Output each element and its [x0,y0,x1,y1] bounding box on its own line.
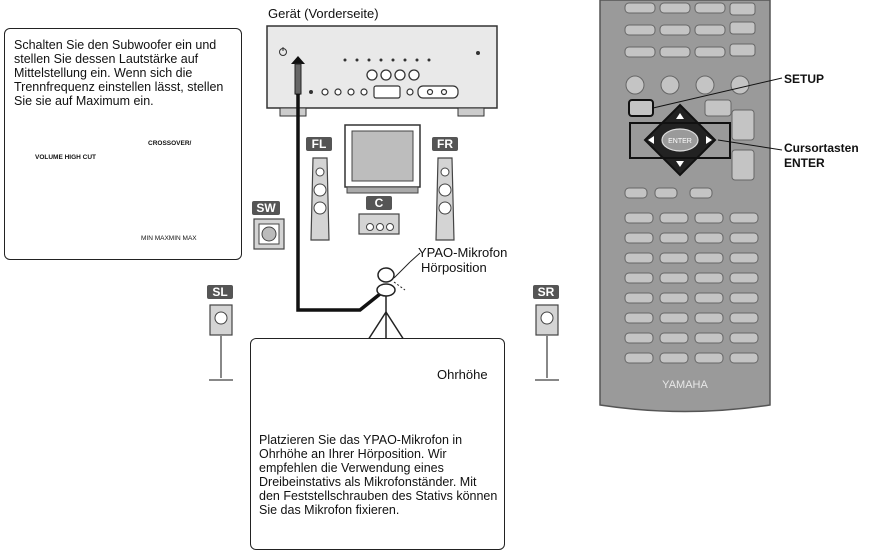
subwoofer-callout: Schalten Sie den Subwoofer ein und stell… [4,28,242,260]
speaker-surround-left: SL [207,285,233,381]
speaker-front-left: FL [306,137,332,241]
microphone-label-line2: Hörposition [421,260,487,275]
speaker-sr-label: SR [538,285,555,299]
knob-min-max-label: MIN MAXMIN MAX [141,235,197,242]
speaker-fr-label: FR [437,137,453,151]
ear-height-callout: Ohrhöhe Platzieren Sie das YPAO-Mikrofon… [250,338,505,550]
volume-knob-label: VOLUME HIGH CUT [35,154,97,161]
speaker-c-label: C [375,196,384,210]
speaker-sw-label: SW [256,201,276,215]
remote-control: ENTER YAMAHA [599,0,783,413]
cursor-keys-label: Cursortasten [784,141,859,155]
television [344,124,421,194]
speaker-surround-right: SR [533,285,559,381]
ear-height-instructions: Platzieren Sie das YPAO-Mikrofon in Ohrh… [259,433,498,517]
ear-height-label: Ohrhöhe [437,367,488,382]
microphone-label-line1: YPAO-Mikrofon [418,245,508,260]
yamaha-logo: YAMAHA [662,379,708,391]
enter-button-text: ENTER [668,138,692,145]
av-receiver [266,25,498,117]
enter-label: ENTER [784,156,825,170]
speaker-sl-label: SL [212,285,227,299]
subwoofer-instructions: Schalten Sie den Subwoofer ein und stell… [14,38,224,108]
microphone-cable [291,56,387,312]
setup-label: SETUP [784,72,825,86]
microphone-label: YPAO-Mikrofon Hörposition [418,245,507,275]
speaker-center: C [358,196,400,235]
ypao-microphone [367,261,411,341]
speaker-fl-label: FL [312,137,327,151]
receiver-title: Gerät (Vorderseite) [268,6,379,21]
crossover-knob-label: CROSSOVER/ [148,140,192,147]
speaker-subwoofer: SW [252,201,285,250]
speaker-front-right: FR [432,137,458,241]
